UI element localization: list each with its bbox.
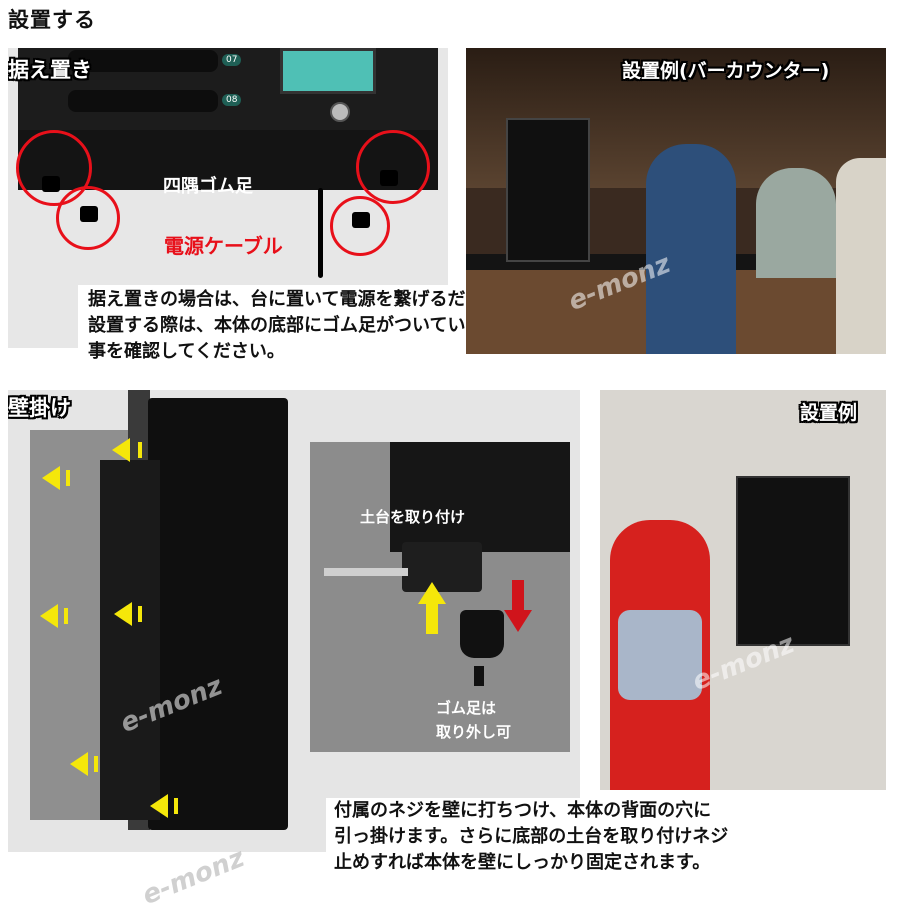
caption-line: 止めすれば本体を壁にしっかり固定されます。 [334,852,711,873]
rubber-feet-label: 四隅ゴム足 [163,176,253,197]
caption-line: 据え置きの場合は、台に置いて電源を繋げるだけ。 [88,289,501,310]
stand-photo-panel: 07 08 四隅ゴム足 電源ケーブル 据え置き [8,48,448,348]
watermark: e-monz [138,843,249,911]
person-right [836,158,886,354]
small-screw-icon [474,666,484,686]
push-arrow-icon [40,604,58,628]
up-arrow-icon [418,582,446,604]
wall-charging-station [736,476,850,646]
arrow-stripe [174,798,178,814]
removable-line: 取り外し可 [436,723,512,741]
wall-example-label: 設置例 [800,402,858,424]
arrow-stripe [138,442,142,458]
foot-highlight-ring [356,130,430,204]
caption-line: 付属のネジを壁に打ちつけ、本体の背面の穴に [334,800,712,821]
phone-screen [280,48,376,94]
charging-station [506,118,590,262]
lock-icon [330,102,350,122]
device-slot-07 [68,50,218,72]
slot-number-badge: 07 [222,54,242,66]
person-left [646,144,736,354]
gacha-globe [618,610,702,700]
device-side [148,398,288,830]
up-arrow-stem [426,604,438,634]
foot-highlight-ring [16,130,92,206]
push-arrow-icon [150,794,168,818]
power-cable-line [318,188,323,278]
push-arrow-icon [112,438,130,462]
removable-line: ゴム足は [436,699,497,717]
person-center [756,168,836,278]
caption-line: 事を確認してください。 [88,341,285,362]
push-arrow-icon [70,752,88,776]
screw-icon [324,568,408,576]
down-arrow-stem [512,580,524,610]
wall-example-photo: e-monz 設置例 [600,390,886,790]
push-arrow-icon [42,466,60,490]
inset-device-bottom [390,442,570,552]
arrow-stripe [66,470,70,486]
caption-line: 設置する際は、本体の底部にゴム足がついている [88,315,484,336]
push-arrow-icon [114,602,132,626]
bar-example-label: 設置例(バーカウンター) [622,60,830,82]
foot-highlight-ring [330,196,390,256]
slot-number-badge: 08 [222,94,242,106]
arrow-stripe [94,756,98,772]
base-detail-inset: 土台を取り付け ゴム足は 取り外し可 [310,442,570,752]
bar-example-photo: e-monz 設置例(バーカウンター) [466,48,886,354]
caption-line: 引っ掛けます。さらに底部の土台を取り付けネジ [334,826,729,847]
foot-highlight-ring [56,186,120,250]
arrow-stripe [138,606,142,622]
stand-label: 据え置き [8,58,92,82]
wall-caption: 付属のネジを壁に打ちつけ、本体の背面の穴に 引っ掛けます。さらに底部の土台を取り… [326,798,888,876]
power-cable-label: 電源ケーブル [164,234,283,258]
page-heading: 設置する [8,8,96,32]
rubber-foot-part [460,610,504,658]
removable-label: ゴム足は 取り外し可 [436,696,511,744]
wall-label: 壁掛け [8,396,71,420]
device-slot-08 [68,90,218,112]
down-arrow-icon [504,610,532,632]
device-back [100,460,160,820]
base-attach-label: 土台を取り付け [360,508,466,526]
wall-mount-photo: e-monz 土台を取り付け ゴム足は 取り外し可 壁掛け [8,390,580,852]
arrow-stripe [64,608,68,624]
